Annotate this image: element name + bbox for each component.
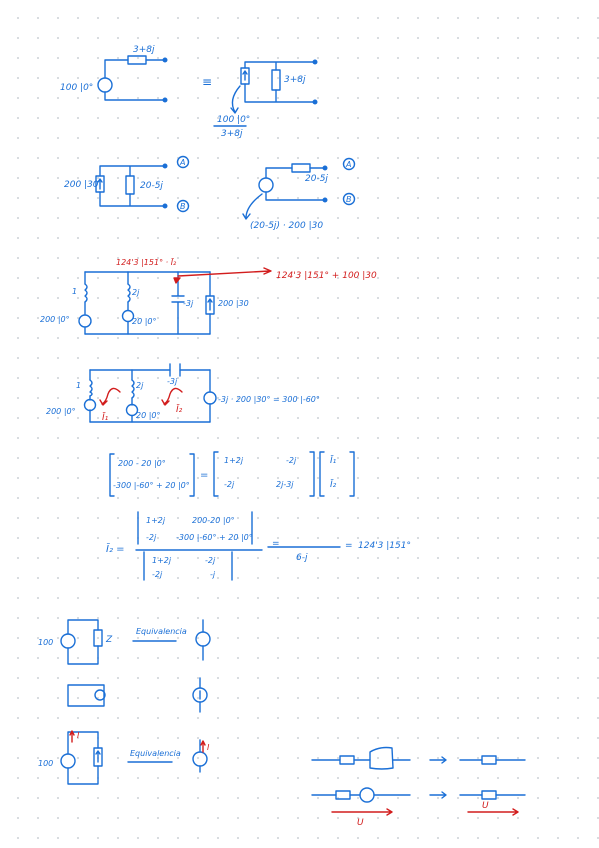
s1-equiv-sign: ≡ — [202, 75, 212, 89]
s4-source-voltage: 200 |0° — [46, 407, 76, 416]
red-marks-7 — [69, 730, 206, 753]
cramer-n21: -2j — [146, 533, 157, 542]
cramer-lhs: Ī₂ = — [106, 542, 125, 555]
s3-capacitor-label: -3j — [183, 299, 194, 308]
cramer-equals-1: = — [272, 539, 280, 549]
s3-impedance-2: 2j — [132, 288, 140, 297]
arrow-icon — [230, 85, 241, 114]
s8-voltage-left: U — [357, 818, 364, 828]
mesh-current-1: Ī₁ — [102, 412, 109, 423]
mesh-current-arrows — [99, 387, 183, 406]
matrix-a11: 1+2j — [224, 456, 244, 465]
s5-source-value: 100 — [38, 638, 53, 647]
s3-impedance-1: 1 — [72, 287, 77, 296]
node-a-left: A — [179, 158, 185, 167]
s3-result-expression: 124'3 |151° + 100 |30 — [276, 271, 377, 281]
s3-source-voltage: 200 |0° — [40, 315, 70, 324]
s7-current-right: I — [207, 743, 210, 752]
cramer-mid-denominator: 6-j — [296, 553, 308, 563]
s4-source-2: 20 |0° — [136, 411, 161, 420]
s1-impedance-label: 3+8j — [133, 45, 155, 55]
cramer-d22: -j — [210, 570, 216, 579]
s4-source-3-expression: -3j · 200 |30° = 300 |-60° — [218, 395, 320, 404]
s2-current-source-label: 200 |30 — [64, 180, 99, 190]
s4-impedance-2: 2j — [136, 381, 144, 390]
matrix-brackets — [109, 451, 355, 497]
s1-impedance-right: 3+8j — [284, 75, 306, 85]
mesh-circuit-3 — [78, 271, 215, 335]
arrow-icon — [242, 193, 263, 220]
current-source-loop — [67, 677, 208, 713]
s4-impedance-1: 1 — [76, 381, 81, 390]
s7-equivalence-label: Equivalencia — [130, 749, 181, 758]
cramer-d11: 1+2j — [152, 556, 172, 565]
cramer-d21: -2j — [152, 570, 163, 579]
matrix-a21: -2j — [224, 480, 235, 489]
voltage-source-with-current-source — [60, 731, 208, 785]
voltage-source-series-circuit-2 — [242, 157, 356, 220]
voltage-source-with-impedance — [60, 619, 211, 665]
cramer-n22: -300 |-60° + 20 |0° — [176, 533, 253, 542]
node-a-right: A — [345, 160, 351, 169]
matrix-x1: Ī₁ — [330, 455, 337, 466]
current-source-parallel-circuit — [213, 59, 318, 127]
s8-voltage-right: U — [482, 801, 489, 811]
cramer-n12: 200-20 |0° — [192, 516, 235, 525]
s1-current-numerator: 100 |0° — [217, 115, 250, 125]
wire-equivalence-1 — [311, 746, 526, 770]
determinant-bars — [135, 511, 341, 581]
s3-source-2: 20 |0° — [132, 317, 157, 326]
matrix-lhs-row2: -300 |-60° + 20 |0° — [113, 481, 190, 490]
current-source-parallel-circuit-2 — [95, 155, 190, 213]
matrix-a12: -2j — [286, 456, 297, 465]
matrix-equals: = — [200, 470, 208, 481]
matrix-x2: Ī₂ — [330, 479, 337, 490]
voltage-source-series-circuit — [97, 55, 168, 103]
red-voltage-arrows-8 — [331, 808, 519, 816]
s2-voltage-expression: (20-5j) · 200 |30 — [250, 221, 323, 231]
s1-current-denominator: 3+8j — [221, 129, 243, 139]
cramer-result: 124'3 |151° — [358, 541, 411, 551]
s1-source-label: 100 |0° — [60, 83, 93, 93]
s2-impedance-right: 20-5j — [305, 174, 328, 184]
matrix-lhs-row1: 200 - 20 |0° — [118, 459, 166, 468]
s2-impedance-label: 20-5j — [140, 181, 163, 191]
s3-current-label: 124'3 |151° · Ī₂ — [116, 257, 177, 267]
red-annotations-3 — [173, 267, 272, 284]
s7-current-label: I — [77, 731, 80, 740]
node-b-right: B — [346, 195, 352, 204]
s5-impedance-z: Z — [105, 635, 113, 645]
wire-equivalence-2 — [311, 787, 526, 803]
mesh-current-2: Ī₂ — [176, 404, 183, 415]
s5-equivalence-label: Equivalencia — [136, 627, 187, 636]
cramer-equals-2: = — [345, 541, 353, 551]
cramer-d12: -2j — [205, 556, 216, 565]
matrix-a22: 2j-3j — [276, 480, 294, 489]
s7-source-value: 100 — [38, 759, 53, 768]
s3-current-source-label: 200 |30 — [218, 299, 249, 308]
mesh-circuit-4 — [83, 363, 217, 423]
cramer-n11: 1+2j — [146, 516, 166, 525]
node-b-left: B — [180, 202, 186, 211]
s4-capacitor-label: -3j — [167, 377, 178, 386]
